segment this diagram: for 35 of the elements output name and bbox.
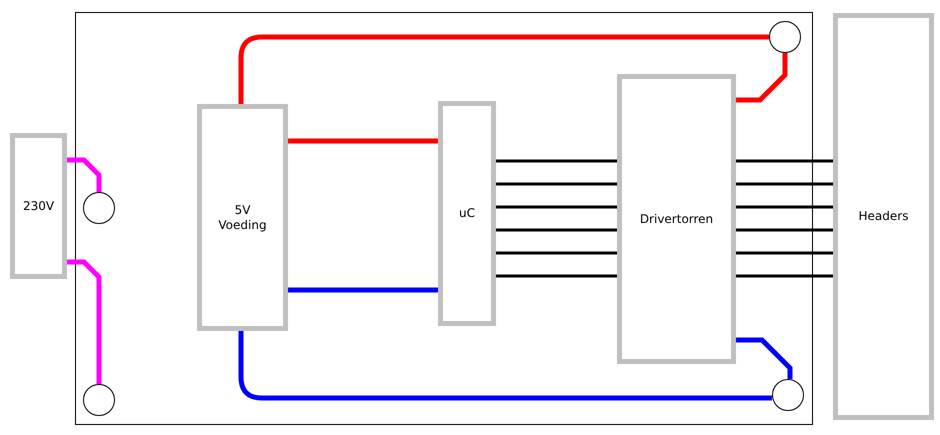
circuit-trace bbox=[736, 182, 833, 186]
circuit-trace bbox=[496, 206, 617, 208]
component-block bbox=[833, 13, 934, 420]
circuit-trace bbox=[736, 228, 833, 232]
circuit-trace bbox=[496, 274, 617, 278]
component-label: Headers bbox=[858, 209, 908, 224]
component-label: 230V bbox=[22, 198, 54, 214]
circuit-trace bbox=[736, 338, 792, 379]
circuit-trace bbox=[496, 182, 617, 186]
circuit-trace bbox=[736, 274, 833, 278]
circuit-trace bbox=[736, 53, 788, 102]
component-label: Drivertorren bbox=[640, 212, 714, 226]
mounting-hole bbox=[769, 21, 801, 53]
component-block bbox=[10, 133, 67, 279]
circuit-board bbox=[75, 12, 813, 425]
circuit-trace bbox=[238, 331, 772, 400]
circuit-trace bbox=[288, 288, 438, 292]
component-block bbox=[197, 104, 288, 331]
circuit-trace bbox=[736, 206, 833, 208]
circuit-trace bbox=[67, 260, 102, 384]
mounting-hole bbox=[83, 384, 115, 416]
circuit-trace bbox=[496, 160, 617, 162]
circuit-trace bbox=[288, 138, 438, 144]
circuit-trace bbox=[67, 158, 102, 192]
component-label: 5V Voeding bbox=[217, 202, 268, 232]
circuit-trace bbox=[496, 252, 617, 254]
circuit-trace bbox=[736, 160, 833, 162]
component-block bbox=[438, 101, 496, 326]
circuit-trace bbox=[736, 252, 833, 254]
mounting-hole bbox=[83, 192, 115, 224]
mounting-hole bbox=[772, 379, 804, 411]
circuit-trace bbox=[238, 34, 769, 104]
component-label: uC bbox=[459, 206, 475, 221]
component-block bbox=[617, 74, 736, 364]
circuit-trace bbox=[496, 228, 617, 232]
